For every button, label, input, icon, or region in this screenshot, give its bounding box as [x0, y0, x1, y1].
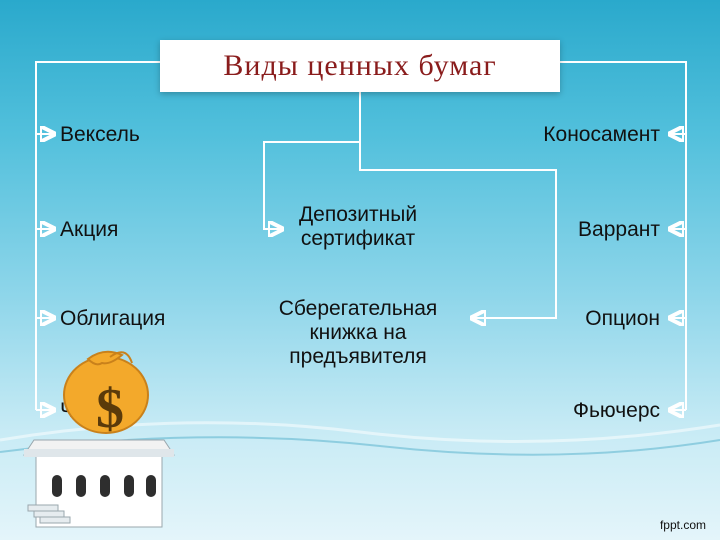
right-bracket-line [560, 61, 687, 410]
slide-title: Виды ценных бумаг [223, 49, 497, 82]
svg-text:$: $ [96, 378, 124, 440]
item-sberegatelnaya-knizhka: Сберегательная книжка на предъявителя [278, 297, 438, 368]
item-akciya: Акция [60, 218, 119, 241]
center-trunk-line [359, 92, 557, 318]
item-opcion: Опцион [585, 307, 660, 330]
left-bracket-line [35, 61, 160, 410]
item-fyuchers: Фьючерс [573, 399, 660, 422]
item-veksel: Вексель [60, 123, 140, 146]
bank-money-bag-icon: $ [23, 350, 175, 528]
item-depozitnyy-sertifikat: Депозитный сертификат [298, 203, 418, 250]
title-box: Виды ценных бумаг [160, 40, 560, 92]
item-varrant: Варрант [578, 218, 660, 241]
item-konosament: Коносамент [543, 123, 660, 146]
center-left-line [263, 141, 360, 229]
footer-brand: fppt.com [659, 518, 706, 532]
item-obligaciya: Облигация [60, 307, 166, 330]
